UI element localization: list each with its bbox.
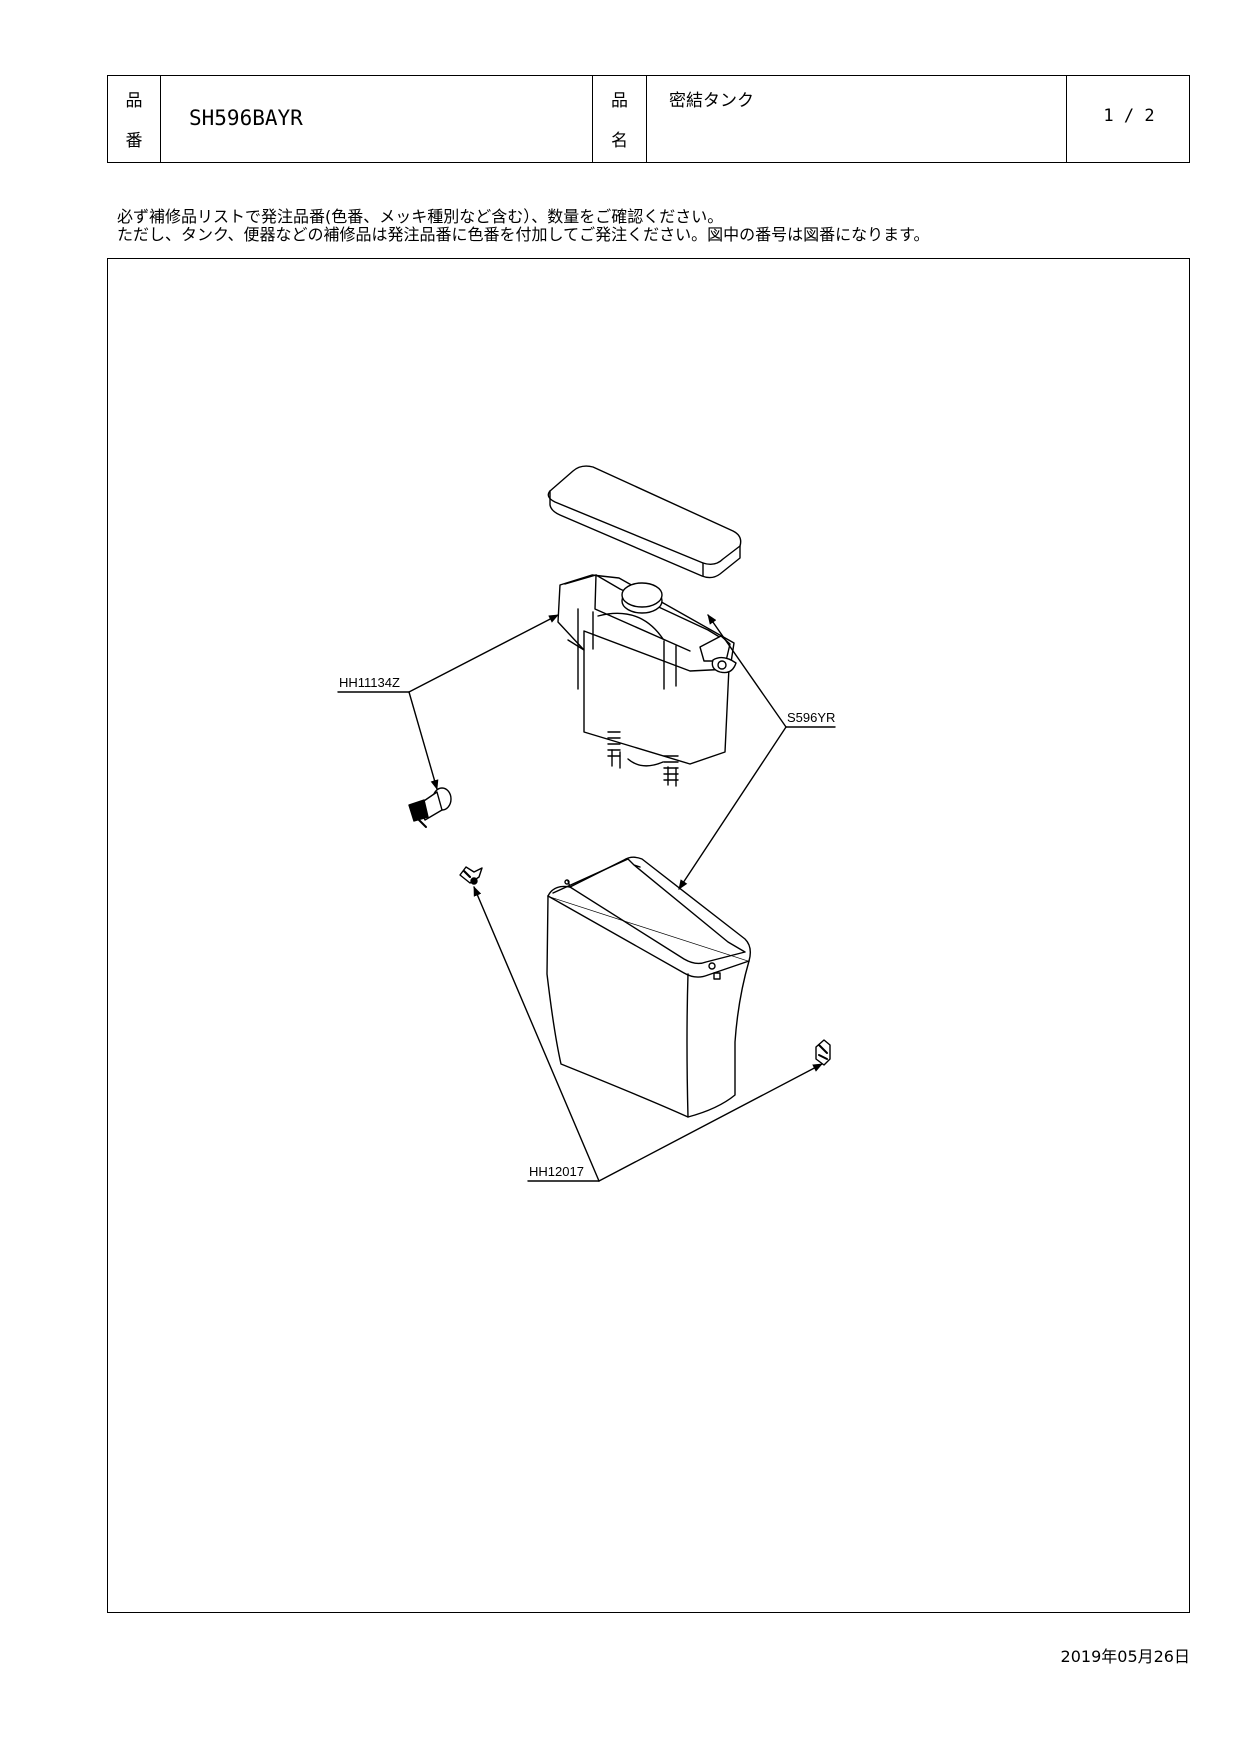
part-number-cell: SH596BAYR: [161, 76, 593, 162]
part-name-label-cell: 品 名: [593, 76, 647, 162]
fixing-bracket-right-part: [815, 1039, 831, 1066]
exploded-view-drawing: HH11134Z S596YR HH12017: [337, 465, 836, 1182]
page-number-cell: 1 / 2: [1067, 76, 1191, 162]
part-number-label-bottom: 番: [125, 131, 143, 151]
callout-hh11134z: HH11134Z: [339, 675, 400, 690]
fixing-bracket-left-part: [459, 866, 483, 885]
issue-date: 2019年05月26日: [1060, 1647, 1190, 1666]
order-notice: 必ず補修品リストで発注品番(色番、メッキ種別など含む）、数量をご確認ください。 …: [117, 208, 929, 244]
part-name-cell: 密結タンク: [647, 76, 1067, 162]
part-name-label-bottom: 名: [611, 131, 628, 151]
order-notice-line-2: ただし、タンク、便器などの補修品は発注品番に色番を付加してご発注ください。図中の…: [117, 225, 930, 244]
page-number: 1 / 2: [1103, 106, 1155, 126]
tank-lid-part: [547, 465, 742, 579]
part-number: SH596BAYR: [189, 106, 303, 130]
part-name: 密結タンク: [669, 91, 754, 111]
part-number-label-top: 品: [125, 91, 143, 111]
part-number-label-cell: 品 番: [108, 76, 161, 162]
part-name-label-top: 品: [611, 91, 628, 111]
leader-lines: [337, 614, 836, 1182]
tank-inner-assembly-part: [557, 574, 737, 787]
title-block: 品 番 SH596BAYR 品 名 密結タンク 1 / 2: [107, 75, 1190, 163]
callout-hh12017: HH12017: [529, 1164, 584, 1179]
water-supply-fitting-part: [408, 787, 452, 828]
ceramic-tank-body-part: [546, 856, 752, 1118]
callout-s596yr: S596YR: [787, 710, 835, 725]
drawing-frame: HH11134Z S596YR HH12017: [107, 258, 1190, 1613]
order-notice-line-1: 必ず補修品リストで発注品番(色番、メッキ種別など含む）、数量をご確認ください。: [117, 207, 724, 226]
